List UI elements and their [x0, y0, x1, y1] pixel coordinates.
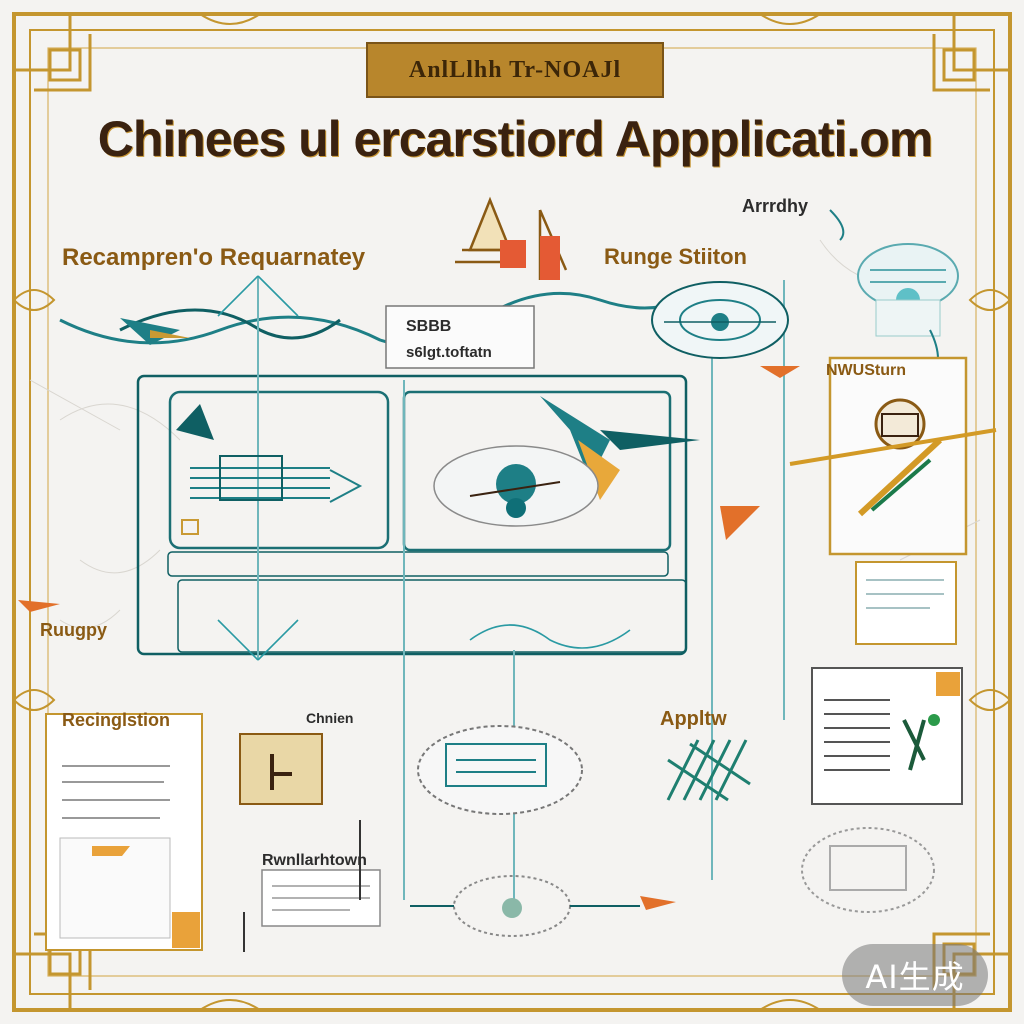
lamp-illustration: [433, 445, 599, 527]
label-top-left: Recampren'o Requarnatey: [62, 244, 366, 271]
seal-badge-icon: [651, 281, 789, 359]
form-card: [385, 305, 535, 369]
right-scroll-card: [720, 356, 997, 556]
left-panel-content: [176, 404, 363, 535]
page-title: Chinees ul ercarstiord Appplicati.om: [97, 111, 934, 167]
form-label-top: SBBB: [406, 318, 452, 335]
bottom-seal-icon: [417, 725, 583, 815]
form-label-bottom: s6lgt.toftatn: [406, 344, 492, 361]
banner-text: AnlLlhh Tr-NOAJl: [408, 56, 622, 83]
bottom-right-seal: [801, 827, 935, 913]
central-panels: [136, 374, 688, 656]
ai-generated-badge: AI生成: [842, 944, 988, 1006]
globe-icon: [857, 243, 959, 337]
bottom-left-document: [45, 713, 203, 951]
label-bottom-right: Appltw: [660, 708, 727, 730]
bottom-compass-icon: [410, 875, 640, 937]
bottom-folder-icon: [239, 733, 323, 805]
right-document-card: [855, 561, 957, 645]
bottom-form-card: [261, 869, 381, 927]
label-bottom-mid: Chnien: [306, 710, 354, 726]
label-right-panel: NWUSturn: [826, 362, 906, 379]
watermark-text: AI生成: [865, 958, 965, 996]
label-top-right: Runge Stiiton: [604, 244, 747, 269]
label-left-side: Ruugpy: [40, 620, 107, 640]
pagoda-icon: [455, 196, 568, 280]
hatched-mark: [666, 739, 751, 802]
label-bottom-center: Rwnllarhtown: [262, 852, 367, 869]
flag-left: [18, 600, 60, 612]
title-banner: AnlLlhh Tr-NOAJl: [366, 42, 664, 98]
label-corner-right: Arrrdhy: [742, 196, 809, 216]
bottom-right-document: [811, 667, 963, 805]
label-bottom-left-title: Recinglstion: [62, 710, 171, 730]
